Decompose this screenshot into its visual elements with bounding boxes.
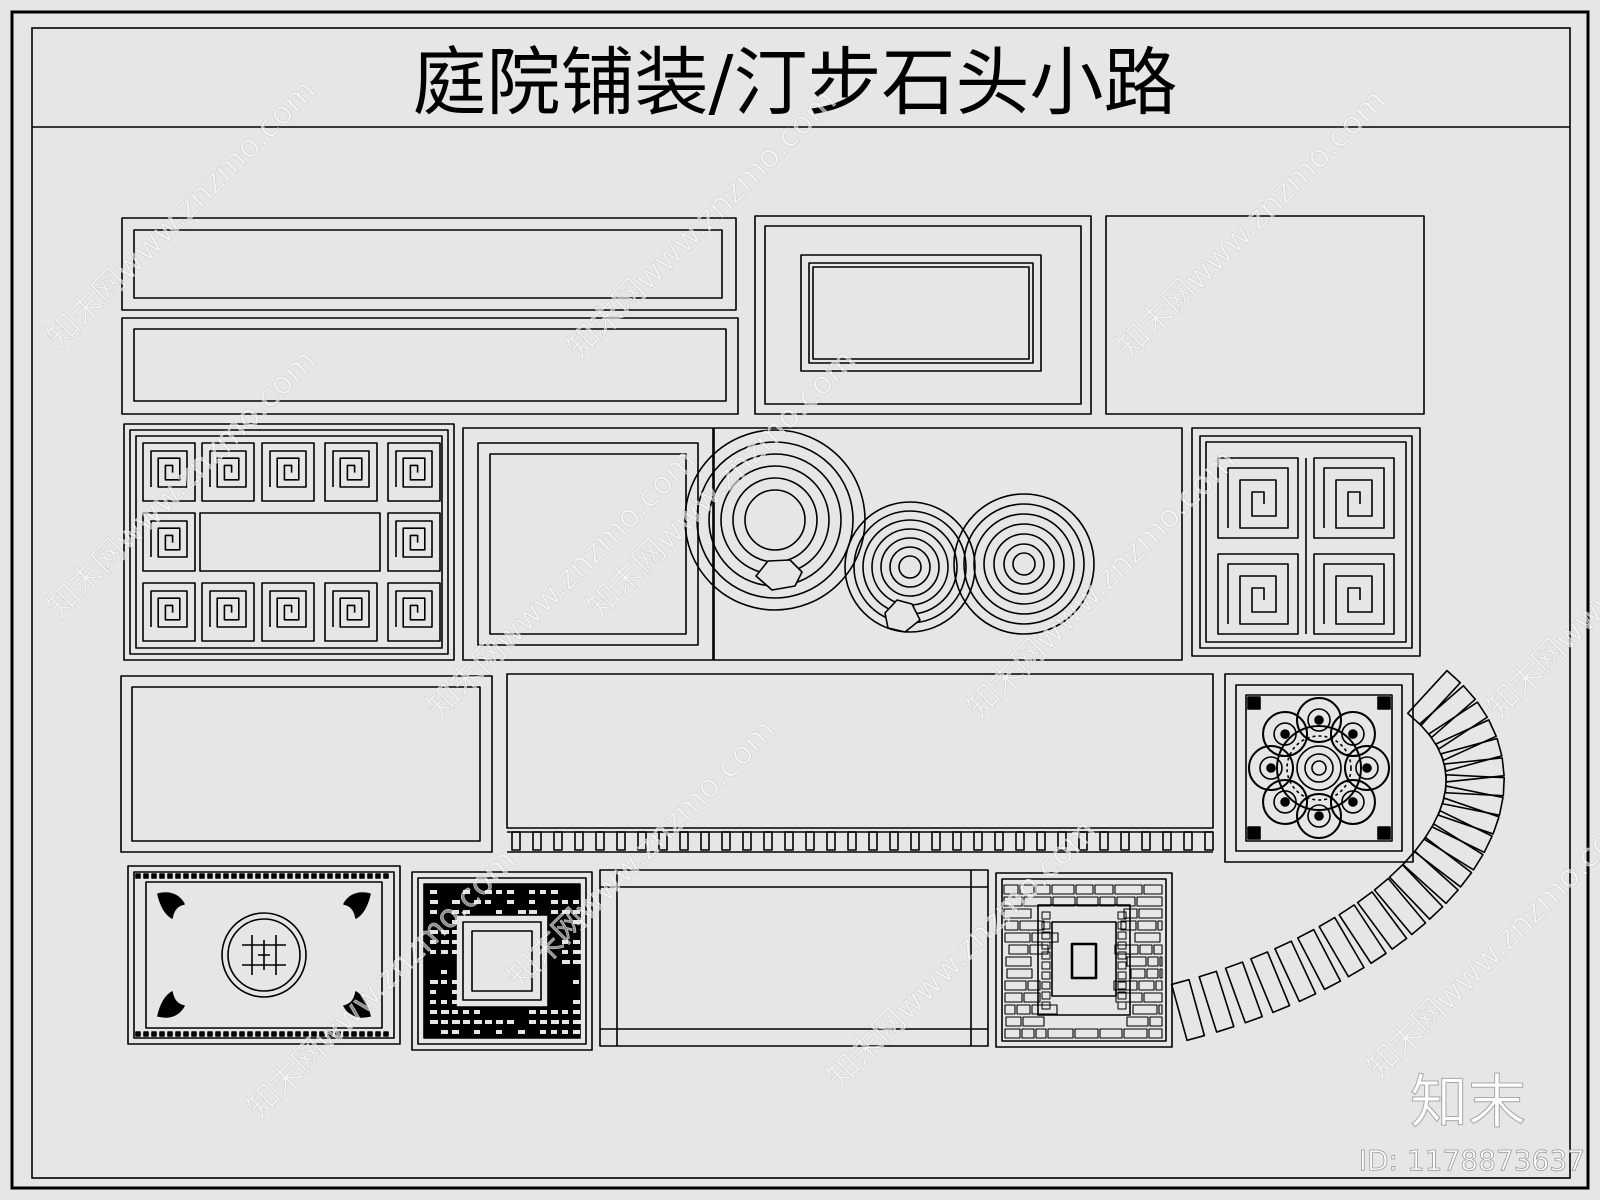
outer-frame <box>10 10 1590 1190</box>
concentric-circle-stepping-stones <box>684 427 1183 661</box>
shou-medallion-carpet <box>127 865 401 1045</box>
lotus-medallion-tile <box>1224 673 1414 863</box>
crazy-paving-square <box>995 872 1173 1048</box>
watermark-id: ID: 1178873637 <box>1359 1144 1585 1177</box>
fret-key-border-panel <box>123 423 455 661</box>
paving-patterns <box>120 215 1506 1051</box>
lattice-pattern-square <box>411 871 593 1051</box>
inner-frame <box>31 27 1571 1179</box>
double-border-strip-lower <box>121 317 739 415</box>
watermark-logo: 知末 <box>1410 1068 1526 1136</box>
double-border-strip-upper <box>121 217 737 311</box>
fret-key-square-panel <box>1191 427 1421 657</box>
framed-inset-rectangle <box>754 215 1092 415</box>
double-border-slab <box>120 675 493 853</box>
tooth-edge-slab <box>506 673 1214 853</box>
curved-stepping-stone-path <box>1170 669 1506 1042</box>
plain-slab <box>1105 215 1425 415</box>
lined-rectangular-slab <box>599 869 989 1047</box>
drawing-title: 庭院铺装/汀步石头小路 <box>413 40 1178 126</box>
